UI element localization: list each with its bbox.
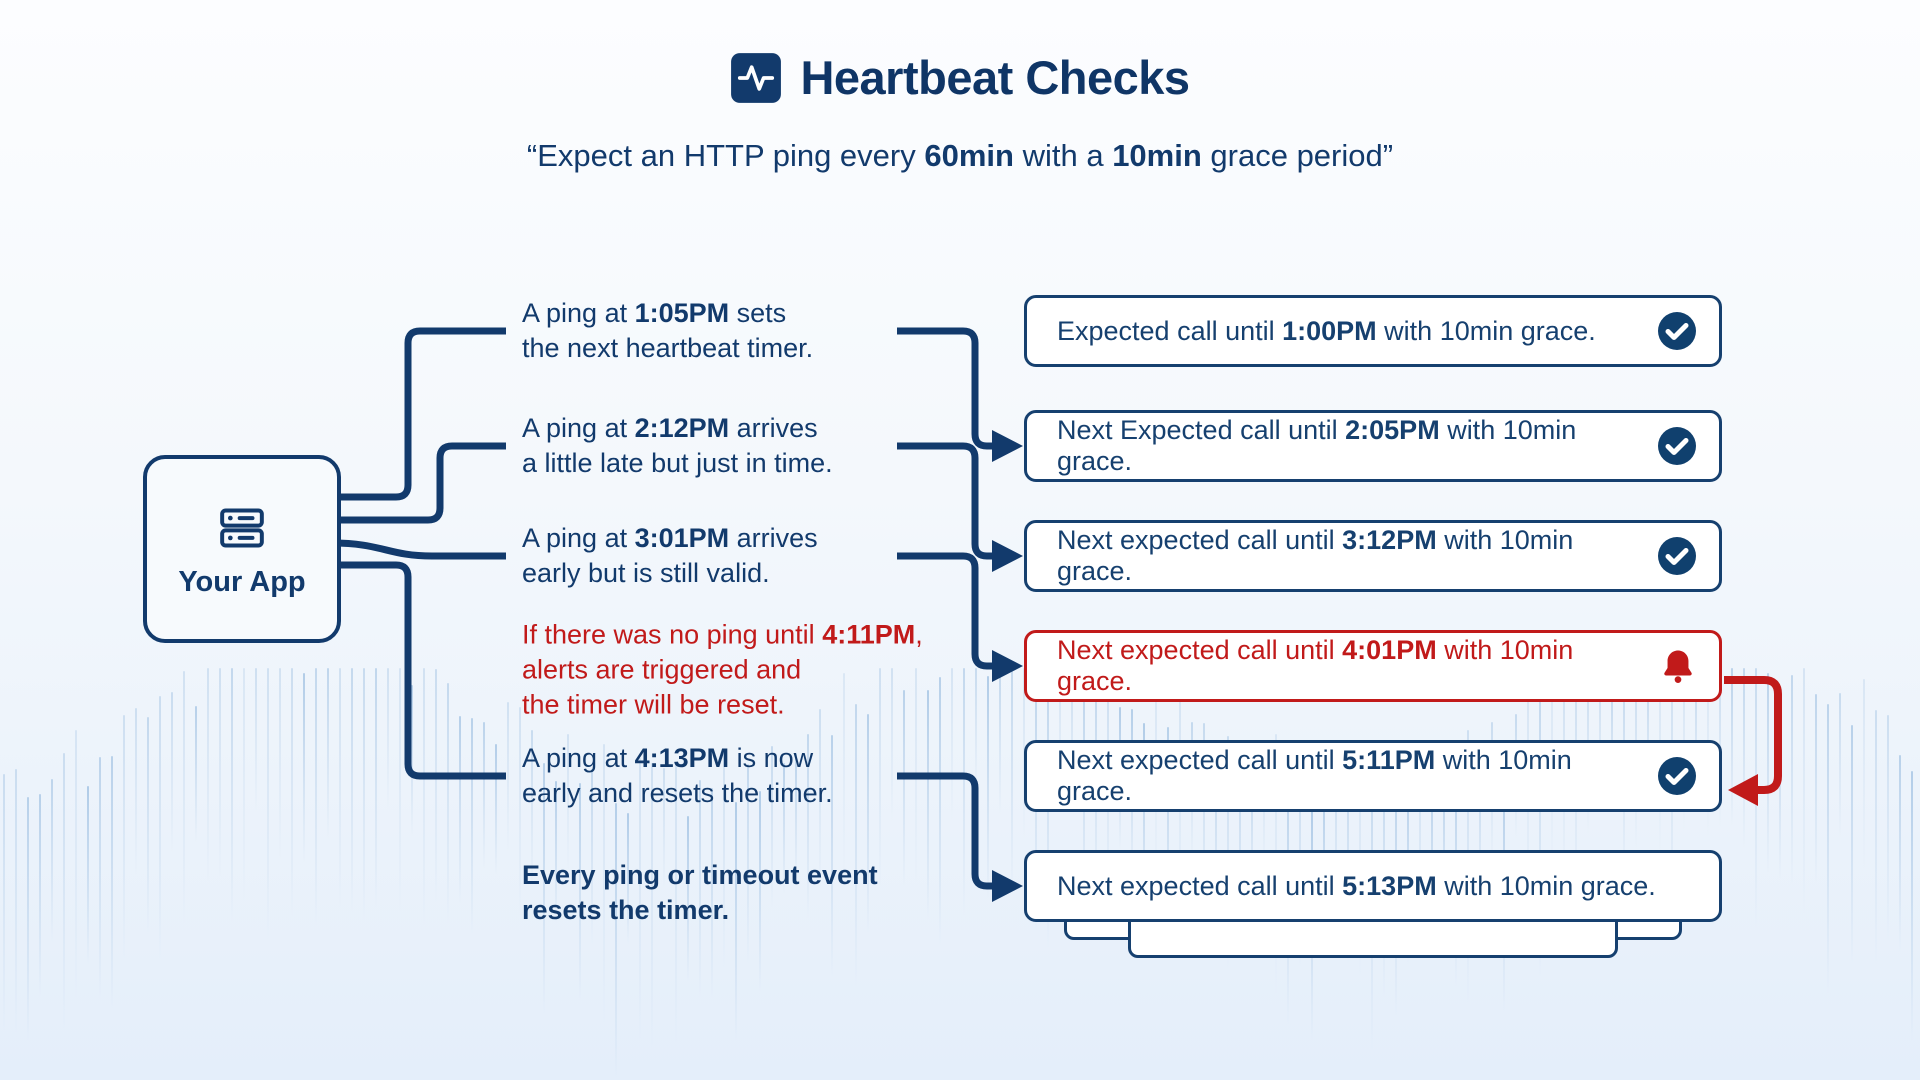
summary-caption: Every ping or timeout event resets the t… [522, 860, 878, 925]
event-note-3: A ping at 3:01PM arrives early but is st… [522, 523, 818, 588]
event-note-timeout: If there was no ping until 4:11PM, alert… [522, 619, 923, 720]
status-box-2: Next Expected call until 2:05PM with 10m… [1024, 410, 1722, 482]
check-icon [1657, 311, 1697, 351]
your-app-node: Your App [143, 455, 341, 643]
status-box-5: Next expected call until 5:11PM with 10m… [1024, 740, 1722, 812]
heartbeat-pulse-icon [731, 52, 782, 103]
server-icon [220, 508, 264, 547]
event-note-5: A ping at 4:13PM is now early and resets… [522, 743, 833, 808]
check-icon [1657, 536, 1697, 576]
bell-icon [1659, 647, 1697, 685]
event-note-2: A ping at 2:12PM arrives a little late b… [522, 413, 833, 478]
status-box-alert: Next expected call until 4:01PM with 10m… [1024, 630, 1722, 702]
status-box-1: Expected call until 1:00PM with 10min gr… [1024, 295, 1722, 367]
status-box-3: Next expected call until 3:12PM with 10m… [1024, 520, 1722, 592]
check-icon [1657, 756, 1697, 796]
page-header: Heartbeat Checks [0, 50, 1920, 105]
check-icon [1657, 426, 1697, 466]
subtitle: “Expect an HTTP ping every 60min with a … [526, 138, 1394, 173]
status-box-6: Next expected call until 5:13PM with 10m… [1024, 850, 1722, 922]
your-app-label: Your App [178, 565, 306, 598]
event-note-1: A ping at 1:05PM sets the next heartbeat… [522, 298, 814, 363]
page-title: Heartbeat Checks [800, 51, 1190, 104]
